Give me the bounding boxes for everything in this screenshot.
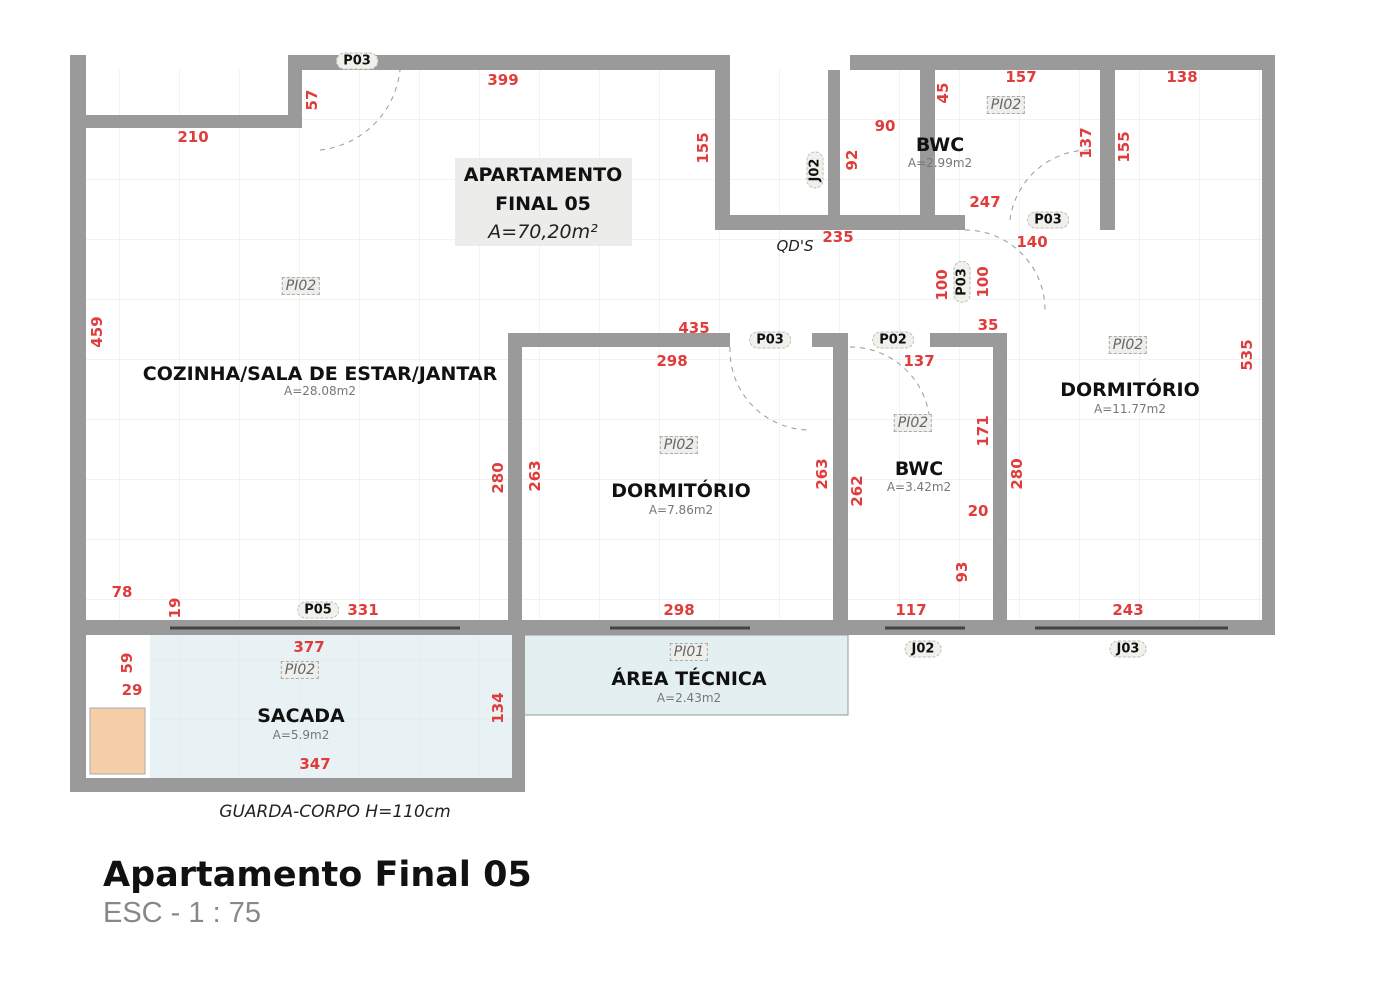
dimension: 262 (848, 475, 866, 507)
dimension: 298 (663, 601, 695, 619)
door-tag: P02 (872, 331, 914, 349)
dimension: 100 (974, 266, 992, 298)
apartment-name-2: FINAL 05 (495, 193, 591, 215)
floor-tag: PI02 (1108, 336, 1148, 354)
dimension: 435 (678, 319, 710, 337)
dimension: 298 (656, 352, 688, 370)
door-tag: P05 (297, 601, 339, 619)
dimension: 243 (1112, 601, 1144, 619)
room-name-bedroom-2: DORMITÓRIO (1060, 379, 1200, 401)
room-area-technical-area: A=2.43m2 (656, 691, 722, 705)
apartment-name: APARTAMENTO (463, 164, 623, 186)
apartment-label-box (455, 158, 632, 246)
room-name-living: COZINHA/SALA DE ESTAR/JANTAR (142, 363, 498, 385)
room-area-living: A=28.08m2 (284, 384, 356, 398)
floor-tag: PI02 (280, 661, 320, 679)
room-area-bedroom-2: A=11.77m2 (1094, 402, 1166, 416)
dimension: 78 (111, 583, 133, 601)
door-swings (319, 69, 1091, 431)
dimension: 59 (118, 652, 136, 674)
dimension: 155 (694, 132, 712, 164)
room-area-bathroom-1: A=2.99m2 (907, 156, 973, 170)
floor-tag: PI01 (669, 643, 709, 661)
window-tag: J02 (904, 640, 942, 658)
dimension: 263 (526, 460, 544, 492)
dimension: 263 (813, 458, 831, 490)
dimension: 35 (977, 316, 999, 334)
window-tag: J02 (806, 151, 824, 189)
dimension: 117 (895, 601, 927, 619)
dimension: 134 (489, 692, 507, 724)
dimension: 93 (953, 561, 971, 583)
room-area-bedroom-1: A=7.86m2 (648, 503, 714, 517)
room-area-bathroom-2: A=3.42m2 (886, 480, 952, 494)
dimension: 157 (1005, 68, 1037, 86)
dimension: 19 (166, 597, 184, 619)
dimension: 210 (177, 128, 209, 146)
room-name-balcony: SACADA (257, 705, 345, 727)
dimension: 29 (121, 681, 143, 699)
dimension: 90 (874, 117, 896, 135)
floor-tag: PI02 (281, 277, 321, 295)
dimension: 171 (974, 415, 992, 447)
dimension: 377 (293, 638, 325, 656)
apartment-area: A=70,20m² (488, 221, 598, 243)
door-tag: P03 (336, 52, 378, 70)
door-tag: P03 (1027, 211, 1069, 229)
dimension: 155 (1115, 131, 1133, 163)
dimension: 137 (903, 352, 935, 370)
dimension: 138 (1166, 68, 1198, 86)
plan-scale: ESC - 1 : 75 (103, 897, 261, 929)
dimension: 20 (967, 502, 989, 520)
room-name-bathroom-1: BWC (915, 134, 965, 156)
room-name-bedroom-1: DORMITÓRIO (611, 480, 751, 502)
door-tag: P03 (953, 261, 971, 303)
walls (70, 55, 1275, 792)
railing-label: GUARDA-CORPO H=110cm (219, 802, 451, 822)
dimension: 347 (299, 755, 331, 773)
dimension: 57 (303, 89, 321, 111)
room-area-balcony: A=5.9m2 (272, 728, 330, 742)
dimension: 92 (843, 149, 861, 171)
dimension: 280 (489, 462, 507, 494)
dimension: 535 (1238, 339, 1256, 371)
plan-title: Apartamento Final 05 (103, 855, 532, 895)
dimension: 331 (347, 601, 379, 619)
dimension: 235 (822, 228, 854, 246)
door-tag: P03 (749, 331, 791, 349)
dimension: 247 (969, 193, 1001, 211)
window-tag: J03 (1109, 640, 1147, 658)
dimension: 45 (934, 82, 952, 104)
dimension: 100 (933, 269, 951, 301)
storage-box (89, 707, 146, 775)
dimension: 137 (1077, 127, 1095, 159)
room-name-bathroom-2: BWC (894, 458, 944, 480)
room-name-technical-area: ÁREA TÉCNICA (611, 668, 767, 690)
dimension: 280 (1008, 458, 1026, 490)
dimension: 140 (1016, 233, 1048, 251)
floor-tag: PI02 (986, 96, 1026, 114)
floor-tag: PI02 (659, 436, 699, 454)
floor-tag: PI02 (893, 414, 933, 432)
dimension: 459 (88, 316, 106, 348)
dimension: 399 (487, 71, 519, 89)
electrical-panel-label: QD'S (776, 237, 814, 255)
